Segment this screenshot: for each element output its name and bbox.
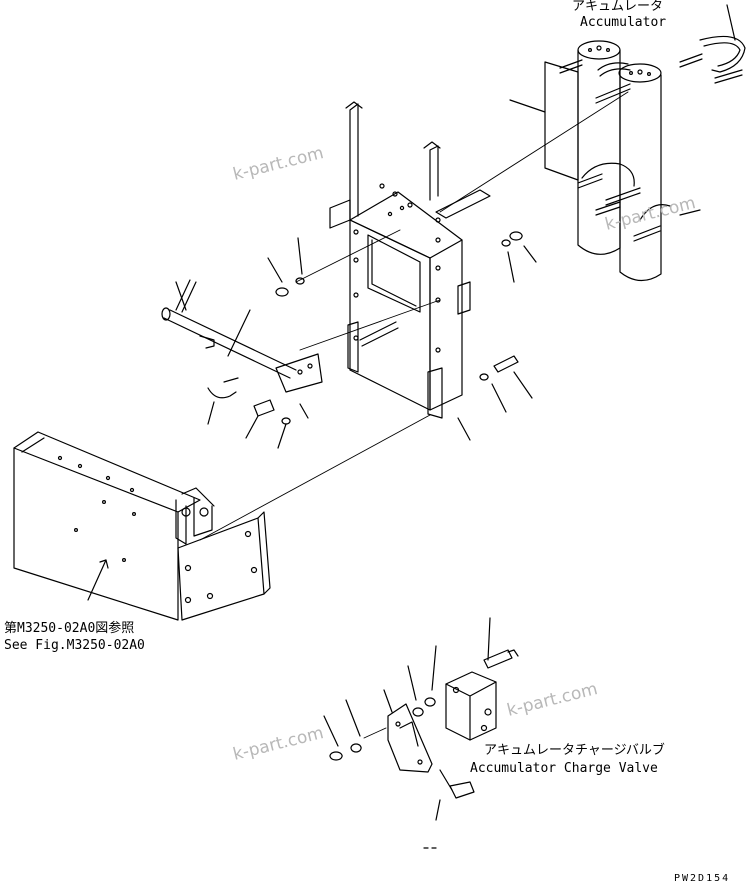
clamp-band-upper	[597, 62, 631, 77]
accumulator-mount-plate	[544, 61, 579, 181]
charge-valve-label-jp: アキュムレータチャージバルブ	[484, 743, 665, 758]
charge-valve-label-en: Accumulator Charge Valve	[470, 761, 658, 776]
main-beam-housing	[13, 414, 431, 621]
reference-label-jp: 第M3250-02A0図参照	[4, 621, 135, 636]
pin-rod-assembly	[161, 279, 441, 449]
charge-valve-block	[445, 671, 497, 741]
accumulator-label-jp: アキュムレータ	[572, 0, 664, 14]
bracket-window	[367, 234, 421, 313]
main-bracket-frame	[329, 101, 491, 441]
valve-mount-bracket	[387, 703, 433, 773]
accumulator-right	[619, 74, 662, 282]
pivot-rod	[163, 309, 297, 379]
clamp-band-lower	[581, 162, 635, 187]
reference-label-en: See Fig.M3250-02A0	[4, 638, 145, 653]
accumulator-assembly	[509, 4, 746, 282]
accumulator-label-en: Accumulator	[580, 15, 667, 30]
charge-valve-assembly	[323, 617, 519, 849]
drawing-code: PW2D154	[674, 873, 731, 884]
frame-fasteners	[267, 229, 537, 413]
